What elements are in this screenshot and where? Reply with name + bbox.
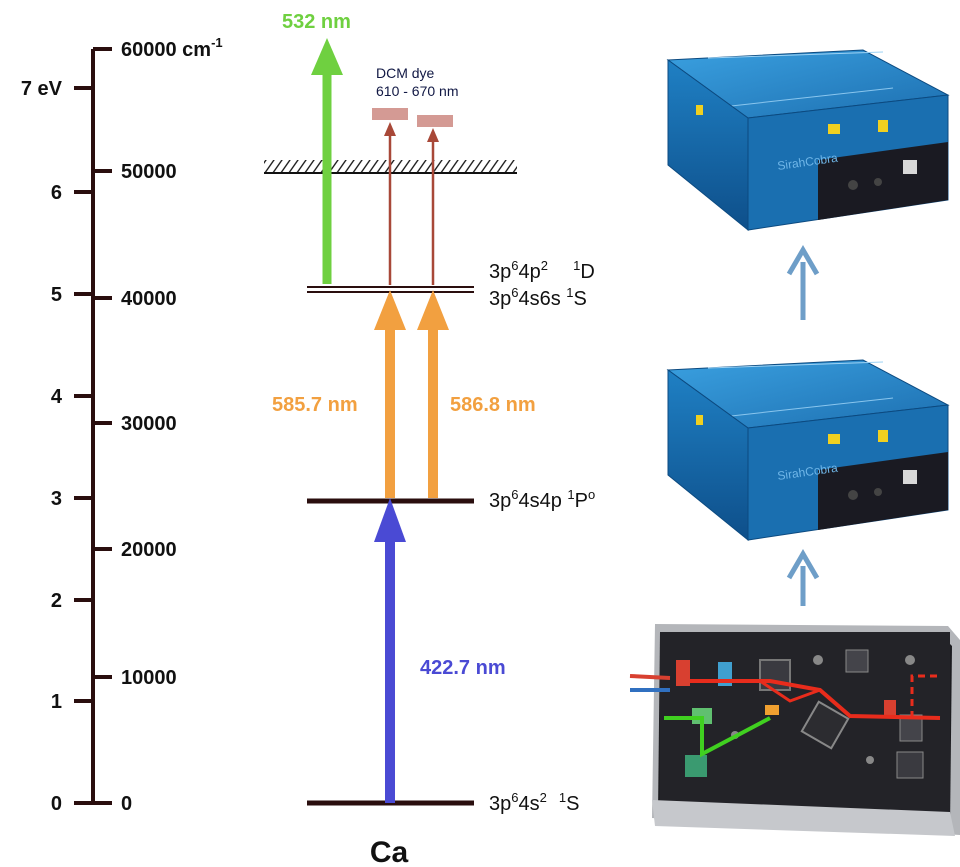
element-label: Ca bbox=[370, 836, 409, 867]
ev-tick-2: 2 bbox=[51, 590, 62, 612]
optics-breadboard bbox=[629, 624, 960, 836]
wn-tick-50000: 50000 bbox=[121, 161, 177, 183]
ev-tick-4: 4 bbox=[51, 386, 63, 408]
ev-tick-3: 3 bbox=[51, 488, 62, 510]
label-4p2-1D: 3p64p2 1D bbox=[489, 258, 595, 283]
ev-tick-5: 5 bbox=[51, 284, 62, 306]
dye-arrow-left bbox=[384, 122, 396, 285]
wn-tick-0: 0 bbox=[121, 793, 132, 815]
flow-arrow-upper bbox=[786, 245, 820, 320]
ev-top-label: 7 eV bbox=[21, 78, 63, 100]
wavelength-422-7: 422.7 nm bbox=[420, 657, 506, 679]
wavelength-585-7: 585.7 nm bbox=[272, 394, 358, 416]
wn-tick-10000: 10000 bbox=[121, 667, 177, 689]
wavelength-586-8: 586.8 nm bbox=[450, 394, 536, 416]
ev-tick-1: 1 bbox=[51, 691, 62, 713]
green-arrow bbox=[311, 38, 343, 284]
label-4s6s-1S: 3p64s6s 1S bbox=[489, 285, 587, 310]
blue-arrow bbox=[374, 498, 406, 803]
dye-arrow-right bbox=[427, 128, 439, 285]
dye-box-left bbox=[372, 108, 408, 120]
dye-box-right bbox=[417, 115, 453, 127]
wn-tick-20000: 20000 bbox=[121, 539, 177, 561]
dye-label-line1: DCM dye bbox=[376, 65, 435, 81]
dye-label-line2: 610 - 670 nm bbox=[376, 83, 459, 99]
dye-laser-middle bbox=[667, 359, 949, 541]
wn-tick-30000: 30000 bbox=[121, 413, 177, 435]
orange-arrow-right bbox=[417, 290, 449, 498]
ev-tick-0: 0 bbox=[51, 793, 62, 815]
wn-tick-40000: 40000 bbox=[121, 288, 177, 310]
dye-laser-top bbox=[667, 49, 949, 231]
wn-top-label: 60000 cm-1 bbox=[121, 35, 223, 61]
ev-ticks: 0 1 2 3 4 5 6 7 eV bbox=[21, 78, 93, 815]
orange-arrow-left bbox=[374, 290, 406, 498]
wavenumber-axis: 0 10000 20000 30000 40000 50000 60000 cm… bbox=[93, 35, 223, 815]
wavelength-532: 532 nm bbox=[282, 11, 351, 33]
ev-tick-6: 6 bbox=[51, 182, 62, 204]
flow-arrow-lower bbox=[786, 549, 820, 606]
label-4s4p-1P: 3p64s4p 1Po bbox=[489, 487, 595, 512]
